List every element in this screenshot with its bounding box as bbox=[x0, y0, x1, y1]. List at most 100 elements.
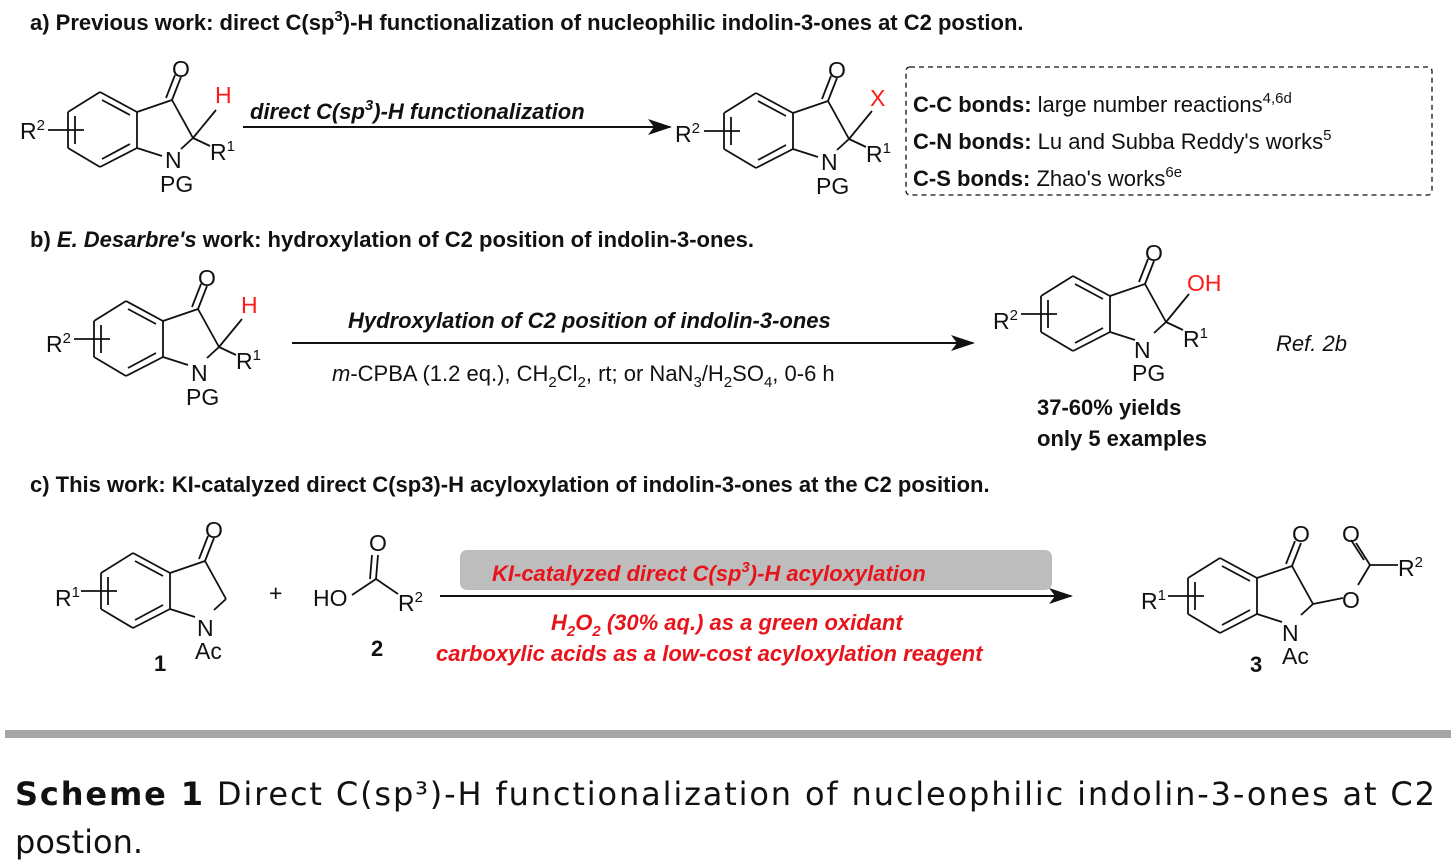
aromatic-double-bond bbox=[127, 352, 157, 369]
oh-label: OH bbox=[1187, 270, 1222, 296]
ring-bond bbox=[162, 356, 189, 366]
r2-label: R2 bbox=[675, 120, 700, 147]
ring-bond bbox=[136, 99, 173, 113]
benzene-ring-bond bbox=[93, 300, 127, 322]
benzene-ring-bond bbox=[755, 148, 794, 169]
oxidant-text: H2O2 (30% aq.) as a green oxidant bbox=[551, 610, 904, 640]
section-c-title: c) This work: KI-catalyzed direct C(sp3)… bbox=[30, 472, 990, 497]
ring-bond bbox=[836, 138, 850, 151]
n-label: N bbox=[821, 149, 838, 175]
benzene-ring-bond bbox=[1040, 275, 1074, 297]
compound-2-label: 2 bbox=[371, 636, 383, 661]
carbonyl-o-label: O bbox=[1342, 521, 1360, 547]
ring-bond bbox=[171, 99, 194, 139]
aromatic-double-bond bbox=[134, 604, 164, 621]
r1-label: R1 bbox=[236, 347, 261, 374]
benzene-ring-bond bbox=[132, 608, 171, 629]
c2-substituent-bond bbox=[218, 318, 243, 348]
ester-o-label: O bbox=[1342, 587, 1360, 613]
r1-label: R1 bbox=[1141, 587, 1166, 614]
n-label: N bbox=[1134, 337, 1151, 363]
bond-type-list: C-C bonds: large number reactions4,6d C-… bbox=[913, 90, 1331, 191]
c2-substituent-bond bbox=[848, 110, 873, 140]
carbonyl-bond bbox=[1350, 539, 1365, 561]
molecule-drawings bbox=[48, 74, 1398, 634]
bond-type-cn: C-N bonds: Lu and Subba Reddy's works5 bbox=[913, 127, 1331, 154]
benzene-ring-bond bbox=[723, 148, 757, 169]
carbonyl-bond bbox=[1355, 542, 1371, 566]
reagent-text: carboxylic acids as a low-cost acyloxyla… bbox=[436, 641, 984, 666]
benzene-ring-bond bbox=[99, 91, 138, 113]
section-b-title: b) E. Desarbre's work: hydroxylation of … bbox=[30, 227, 754, 252]
pg-label: PG bbox=[186, 384, 219, 410]
plus-sign: + bbox=[269, 580, 282, 606]
catalysis-highlight-box bbox=[460, 550, 1052, 590]
carbonyl-bond bbox=[197, 285, 208, 310]
catalysis-label: KI-catalyzed direct C(sp3)-H acyloxylati… bbox=[492, 559, 926, 586]
benzene-ring-bond bbox=[1219, 613, 1258, 634]
pg-label: PG bbox=[816, 173, 849, 199]
h-label: H bbox=[215, 82, 232, 108]
ring-bond bbox=[1153, 321, 1167, 334]
r2-label: R2 bbox=[20, 117, 45, 144]
o-label: O bbox=[198, 265, 216, 291]
r1-label: R1 bbox=[210, 138, 235, 165]
benzene-ring-bond bbox=[755, 92, 794, 114]
c2-substituent-bond bbox=[1165, 293, 1190, 323]
yields-text: 37-60% yields bbox=[1037, 395, 1181, 420]
ring-bond bbox=[197, 308, 220, 348]
ring-bond bbox=[1256, 613, 1283, 623]
ac-label: Ac bbox=[195, 638, 222, 664]
bond-types-box bbox=[905, 66, 1433, 196]
c2-r1-bond bbox=[192, 137, 211, 147]
benzene-ring-bond bbox=[99, 147, 138, 168]
compound-3-label: 3 bbox=[1250, 652, 1262, 677]
aromatic-double-bond bbox=[127, 308, 157, 325]
aromatic-double-bond bbox=[101, 99, 131, 116]
h-label: H bbox=[241, 292, 258, 318]
carbonyl-bond bbox=[198, 535, 209, 560]
ring-bond bbox=[204, 560, 227, 600]
acid-bond bbox=[375, 578, 399, 595]
carbonyl-bond bbox=[1144, 260, 1155, 285]
arrow-b-label: Hydroxylation of C2 position of indolin-… bbox=[348, 308, 831, 333]
ring-bond bbox=[1291, 565, 1314, 605]
x-label: X bbox=[870, 85, 885, 111]
ring-bond bbox=[169, 560, 206, 574]
ring-bond bbox=[206, 346, 220, 359]
c2-r1-bond bbox=[218, 346, 237, 356]
ring-bond bbox=[792, 100, 829, 114]
carbonyl-bond bbox=[1138, 258, 1149, 283]
aromatic-double-bond bbox=[134, 560, 164, 577]
caption-line-1: Scheme 1 Direct C(sp³)-H functionalizati… bbox=[15, 775, 1435, 813]
carbonyl-bond bbox=[191, 283, 202, 308]
aromatic-double-bond bbox=[1221, 609, 1251, 626]
r2-label: R2 bbox=[46, 330, 71, 357]
arrow-a-label: direct C(sp3)-H functionalization bbox=[250, 97, 585, 124]
n-label: N bbox=[191, 360, 208, 386]
ring-bond bbox=[827, 100, 850, 140]
benzene-ring-bond bbox=[1072, 275, 1111, 297]
benzene-ring-bond bbox=[1072, 331, 1111, 352]
ring-bond bbox=[180, 137, 194, 150]
ester-bond bbox=[1357, 564, 1371, 586]
ring-bond bbox=[1256, 565, 1293, 579]
benzene-ring-bond bbox=[1187, 557, 1221, 579]
carbonyl-bond bbox=[1285, 540, 1296, 565]
benzene-ring-bond bbox=[132, 552, 171, 574]
r1-label: R1 bbox=[55, 584, 80, 611]
benzene-ring-bond bbox=[67, 91, 101, 113]
aromatic-double-bond bbox=[1074, 283, 1104, 300]
carbonyl-bond bbox=[165, 74, 176, 99]
ester-bond bbox=[1312, 597, 1344, 605]
aromatic-double-bond bbox=[1221, 565, 1251, 582]
benzene-ring-bond bbox=[1219, 557, 1258, 579]
ac-label: Ac bbox=[1282, 643, 1309, 669]
ring-bond bbox=[1144, 283, 1167, 323]
benzene-ring-bond bbox=[1040, 331, 1074, 352]
ring-bond bbox=[1300, 603, 1314, 616]
o-label: O bbox=[1145, 240, 1163, 266]
o-label: O bbox=[172, 56, 190, 82]
